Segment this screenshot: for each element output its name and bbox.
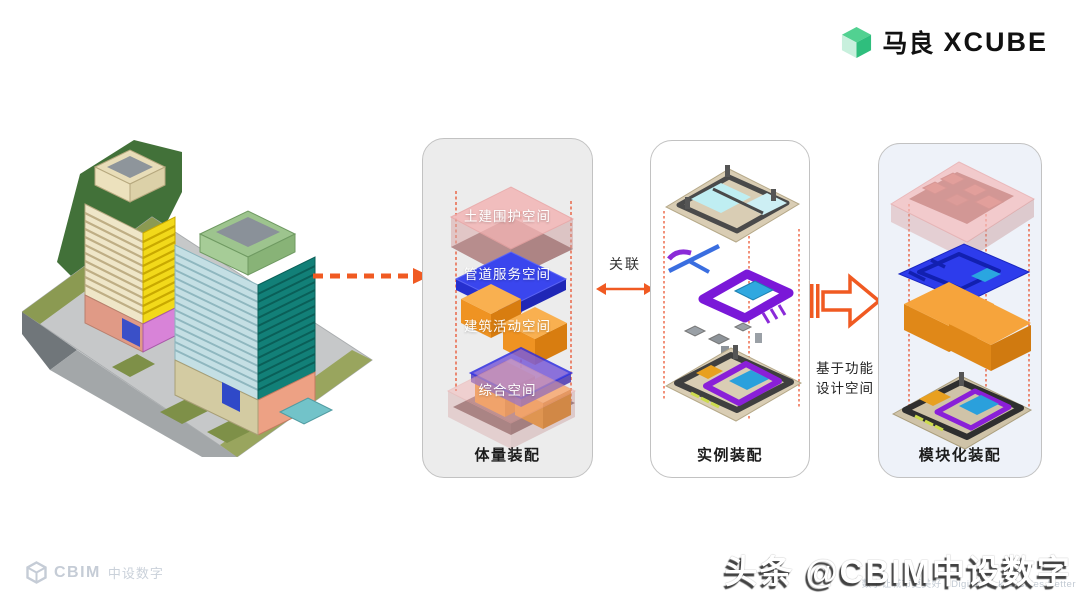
cbim-logo-icon — [26, 561, 47, 584]
panel3-caption: 模块化装配 — [918, 447, 1002, 464]
transform-connector: 基于功能 设计空间 — [806, 258, 884, 400]
buildings-illustration — [22, 140, 373, 457]
cbim-logo-text: CBIM — [54, 563, 101, 581]
panel-volume-assembly: 土建围护空间 管道服务空间 建筑活动空间 综合空间 体量装配 — [422, 138, 593, 478]
cbim-logo: CBIM 中设数字 — [26, 561, 164, 584]
toutiao-watermark: 头条 @CBIM中设数字 — [724, 553, 1072, 590]
panel-instance-assembly: 实例装配 — [650, 140, 810, 478]
footer-slogan: 数字让城市更美好 / Digital Makes Cities Better — [861, 579, 1076, 590]
instance-model-graphic — [663, 165, 803, 422]
double-arrow-icon — [596, 283, 654, 295]
panel2-caption: 实例装配 — [696, 447, 763, 464]
panel1-caption: 体量装配 — [474, 447, 541, 464]
brand-name-en: XCUBE — [943, 26, 1048, 57]
modular-model-graphic — [889, 161, 1036, 450]
block-arrow-icon — [810, 273, 882, 329]
transform-label-line1: 基于功能 — [816, 361, 874, 376]
transform-label: 基于功能 设计空间 — [806, 359, 884, 400]
cbim-logo-suffix: 中设数字 — [107, 566, 164, 581]
site-pond — [278, 397, 334, 425]
panel-modular-assembly: 模块化装配 — [878, 143, 1042, 478]
brand-logo: 马良 XCUBE — [840, 24, 1048, 60]
link-connector: 关联 — [594, 254, 656, 302]
transform-label-line2: 设计空间 — [816, 381, 874, 397]
brand-name-cn: 马良 — [882, 30, 935, 58]
left-tower — [84, 149, 176, 353]
link-label: 关联 — [609, 256, 641, 272]
xcube-cube-icon — [842, 26, 872, 58]
volume-stack-graphic — [446, 186, 577, 449]
right-tower — [174, 210, 316, 436]
dashed-arrow — [313, 268, 430, 284]
